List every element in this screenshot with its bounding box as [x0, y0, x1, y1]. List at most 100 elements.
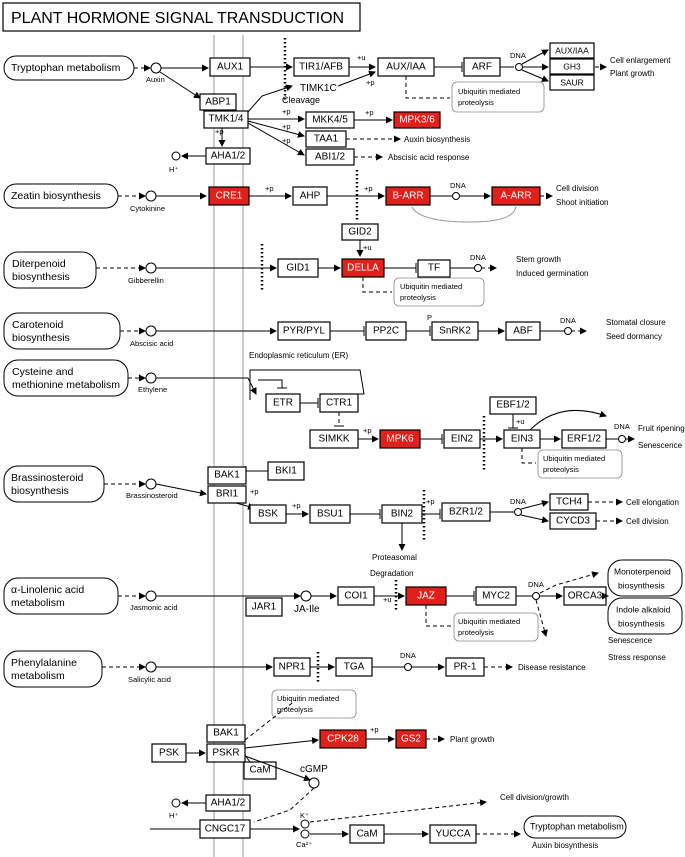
svg-text:Zeatin biosynthesis: Zeatin biosynthesis — [11, 190, 101, 202]
gene-mpk6[interactable]: MPK6 — [379, 429, 421, 449]
svg-text:cGMP: cGMP — [300, 764, 328, 775]
auxin-label: Auxin — [146, 75, 165, 84]
gene-bin2[interactable]: BIN2 — [381, 504, 423, 524]
svg-text:GID2: GID2 — [348, 227, 372, 238]
gene-gh3[interactable]: GH3 — [549, 58, 595, 75]
diagram-title: PLANT HORMONE SIGNAL TRANSDUCTION — [11, 10, 344, 27]
gene-etr[interactable]: ETR — [265, 393, 301, 413]
gene-ctr1[interactable]: CTR1 — [319, 393, 359, 413]
gene-cam-2[interactable]: CaM — [349, 824, 385, 844]
gene-della[interactable]: DELLA — [341, 258, 385, 278]
gene-ein3[interactable]: EIN3 — [503, 429, 541, 449]
svg-text:K⁺: K⁺ — [300, 811, 309, 820]
svg-text:Phenylalanine: Phenylalanine — [11, 657, 77, 669]
gene-myc2[interactable]: MYC2 — [475, 586, 517, 606]
gene-cre1[interactable]: CRE1 — [208, 186, 250, 206]
pathway-carotenoid[interactable]: Carotenoid biosynthesis — [3, 312, 121, 350]
gene-pyr-pyl[interactable]: PYR/PYL — [277, 321, 331, 341]
svg-text:P: P — [427, 313, 432, 322]
gene-tch4[interactable]: TCH4 — [549, 493, 589, 511]
gene-gid2[interactable]: GID2 — [341, 223, 379, 241]
gene-erf1-2[interactable]: ERF1/2 — [561, 429, 607, 449]
svg-text:Cell division: Cell division — [626, 517, 669, 526]
gene-gs2[interactable]: GS2 — [395, 729, 427, 749]
gene-tir1-afb[interactable]: TIR1/AFB — [293, 57, 350, 77]
pathway-zeatin[interactable]: Zeatin biosynthesis — [3, 183, 119, 209]
gene-tmk1-4[interactable]: TMK1/4 — [203, 110, 249, 129]
gene-cam[interactable]: CaM — [243, 761, 277, 780]
svg-text:BSU1: BSU1 — [317, 509, 344, 520]
gene-ein2[interactable]: EIN2 — [443, 429, 481, 449]
gene-tf[interactable]: TF — [417, 259, 451, 278]
gene-gid1[interactable]: GID1 — [277, 258, 319, 278]
gene-pr-1[interactable]: PR-1 — [445, 657, 485, 677]
gene-abp1[interactable]: ABP1 — [199, 93, 237, 111]
gene-pskr[interactable]: PSKR — [206, 743, 246, 763]
pathway-monoterpenoid[interactable]: Monoterpenoid biosynthesis — [607, 559, 683, 597]
svg-text:proteolysis: proteolysis — [277, 705, 313, 714]
svg-text:biosynthesis: biosynthesis — [618, 580, 665, 590]
gene-ahp[interactable]: AHP — [292, 186, 328, 206]
gene-pp2c[interactable]: PP2C — [365, 321, 407, 341]
svg-text:Ubiquitin mediated: Ubiquitin mediated — [277, 694, 339, 703]
gene-npr1[interactable]: NPR1 — [273, 657, 311, 677]
gene-aha1-2-b[interactable]: AHA1/2 — [205, 794, 251, 812]
gene-b-arr[interactable]: B-ARR — [385, 186, 431, 206]
gene-aux-iaa[interactable]: AUX/IAA — [377, 57, 435, 77]
gene-arf[interactable]: ARF — [463, 57, 501, 77]
svg-text:DNA: DNA — [614, 422, 630, 431]
gene-jaz[interactable]: JAZ — [405, 586, 447, 606]
gene-yucca[interactable]: YUCCA — [429, 824, 477, 844]
svg-text:ABF: ABF — [513, 326, 532, 337]
svg-text:Cell division/growth: Cell division/growth — [500, 793, 569, 802]
gene-aux1[interactable]: AUX1 — [209, 57, 251, 77]
svg-text:JAZ: JAZ — [417, 591, 435, 602]
svg-text:NPR1: NPR1 — [279, 662, 306, 673]
gene-bsk[interactable]: BSK — [249, 504, 287, 524]
svg-text:Salicylic acid: Salicylic acid — [128, 675, 171, 684]
gene-simkk[interactable]: SIMKK — [309, 429, 359, 449]
pathway-indole-alkaloid[interactable]: Indole alkaloid biosynthesis — [607, 597, 683, 635]
svg-text:TF: TF — [428, 263, 440, 274]
gene-bzr1-2[interactable]: BZR1/2 — [441, 502, 491, 522]
svg-text:metabolism: metabolism — [11, 670, 65, 682]
gene-bki1[interactable]: BKI1 — [267, 461, 305, 481]
gene-mkk4-5[interactable]: MKK4/5 — [305, 111, 355, 129]
gene-abi1-2[interactable]: ABI1/2 — [305, 148, 355, 166]
svg-text:ABI1/2: ABI1/2 — [315, 152, 345, 163]
gene-psk[interactable]: PSK — [151, 743, 187, 763]
gene-bak1[interactable]: BAK1 — [207, 466, 247, 485]
pathway-linolenic[interactable]: α-Linolenic acid metabolism — [3, 577, 119, 615]
gene-abf[interactable]: ABF — [505, 321, 541, 341]
gene-tga[interactable]: TGA — [335, 657, 373, 677]
svg-text:CPK28: CPK28 — [327, 734, 359, 745]
gene-mpk3-6[interactable]: MPK3/6 — [393, 111, 441, 129]
title-banner: PLANT HORMONE SIGNAL TRANSDUCTION — [2, 2, 361, 32]
gene-orca3[interactable]: ORCA3 — [563, 586, 607, 606]
gene-cpk28[interactable]: CPK28 — [319, 729, 367, 749]
gene-bak1-b[interactable]: BAK1 — [206, 724, 246, 743]
pathway-tryptophan-2[interactable]: Tryptophan metabolism — [523, 815, 627, 839]
pathway-brassinosteroid[interactable]: Brassinosteroid biosynthesis — [3, 465, 105, 503]
svg-text:proteolysis: proteolysis — [458, 628, 494, 637]
gene-aux-iaa-2[interactable]: AUX/IAA — [549, 42, 595, 59]
gene-jar1[interactable]: JAR1 — [245, 597, 283, 617]
gene-ebf1-2[interactable]: EBF1/2 — [489, 396, 537, 415]
gene-cycd3[interactable]: CYCD3 — [549, 512, 597, 530]
gene-aha1-2[interactable]: AHA1/2 — [205, 147, 251, 165]
gene-cngc17[interactable]: CNGC17 — [199, 819, 251, 839]
gene-bri1[interactable]: BRI1 — [207, 485, 247, 504]
svg-text:TMK1/4: TMK1/4 — [208, 114, 243, 125]
gene-bsu1[interactable]: BSU1 — [309, 504, 351, 524]
pathway-cysteine[interactable]: Cysteine and methionine metabolism — [3, 359, 129, 397]
gene-snrk2[interactable]: SnRK2 — [431, 321, 479, 341]
svg-text:TGA: TGA — [344, 662, 365, 673]
gene-taa1[interactable]: TAA1 — [305, 130, 347, 148]
pathway-tryptophan[interactable]: Tryptophan metabolism — [3, 55, 135, 81]
pathway-phenylalanine[interactable]: Phenylalanine metabolism — [3, 650, 103, 688]
gene-saur[interactable]: SAUR — [549, 74, 595, 91]
gene-a-arr[interactable]: A-ARR — [491, 186, 541, 206]
gene-coi1[interactable]: COI1 — [337, 586, 375, 606]
pathway-diterpenoid[interactable]: Diterpenoid biosynthesis — [3, 251, 97, 289]
svg-text:JA-Ile: JA-Ile — [294, 604, 320, 615]
